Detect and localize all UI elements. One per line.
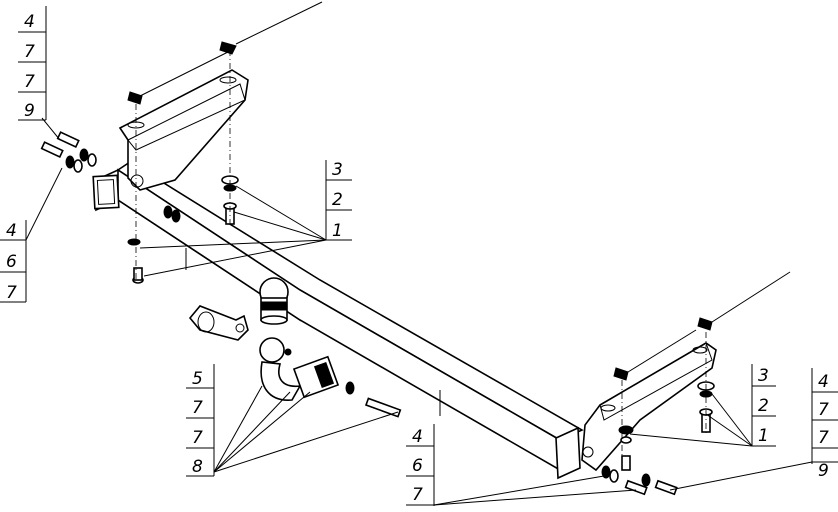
callout-label: 9 bbox=[24, 101, 35, 121]
callout-label: 4 bbox=[24, 12, 35, 32]
callout-bottom-left: 5 7 7 8 bbox=[186, 364, 215, 477]
callout-label: 6 bbox=[6, 252, 17, 272]
callout-label: 7 bbox=[818, 428, 829, 448]
callout-label: 7 bbox=[818, 400, 829, 420]
callout-label: 2 bbox=[332, 190, 343, 210]
left-mounting-bracket bbox=[118, 69, 249, 191]
callout-right-outer: 4 7 7 9 bbox=[811, 368, 838, 481]
callout-top-left: 4 7 7 9 bbox=[18, 6, 47, 121]
leader-lines bbox=[25, 117, 813, 506]
crossbar-beam bbox=[92, 161, 584, 480]
callout-bottom-center: 4 6 7 bbox=[406, 424, 435, 506]
socket-plate bbox=[188, 305, 249, 341]
callout-mid-left: 4 6 7 bbox=[0, 220, 27, 303]
tow-ball-stowed bbox=[259, 277, 289, 325]
callout-label: 3 bbox=[332, 160, 343, 180]
callout-label: 2 bbox=[758, 396, 769, 416]
callout-label: 7 bbox=[6, 283, 17, 303]
callout-label: 5 bbox=[192, 369, 203, 389]
callout-label: 4 bbox=[412, 427, 423, 447]
callout-label: 7 bbox=[192, 428, 203, 448]
callout-label: 8 bbox=[192, 457, 203, 477]
callout-label: 7 bbox=[24, 72, 35, 92]
mounting-straps bbox=[139, 1, 791, 373]
callout-right-inner: 3 2 1 bbox=[751, 364, 776, 447]
callout-label: 1 bbox=[758, 426, 769, 446]
callout-top-center: 3 2 1 bbox=[325, 160, 352, 241]
detachable-hook bbox=[259, 337, 340, 401]
callout-label: 7 bbox=[24, 42, 35, 62]
callout-label: 7 bbox=[412, 485, 423, 505]
callout-label: 7 bbox=[192, 398, 203, 418]
callout-label: 1 bbox=[332, 221, 343, 241]
center-lines bbox=[135, 50, 707, 470]
right-mounting-bracket bbox=[581, 342, 717, 472]
callout-label: 3 bbox=[758, 366, 769, 386]
callout-label: 6 bbox=[412, 456, 423, 476]
callout-label: 9 bbox=[818, 461, 829, 481]
callout-label: 4 bbox=[6, 221, 17, 241]
callout-label: 4 bbox=[818, 372, 829, 392]
